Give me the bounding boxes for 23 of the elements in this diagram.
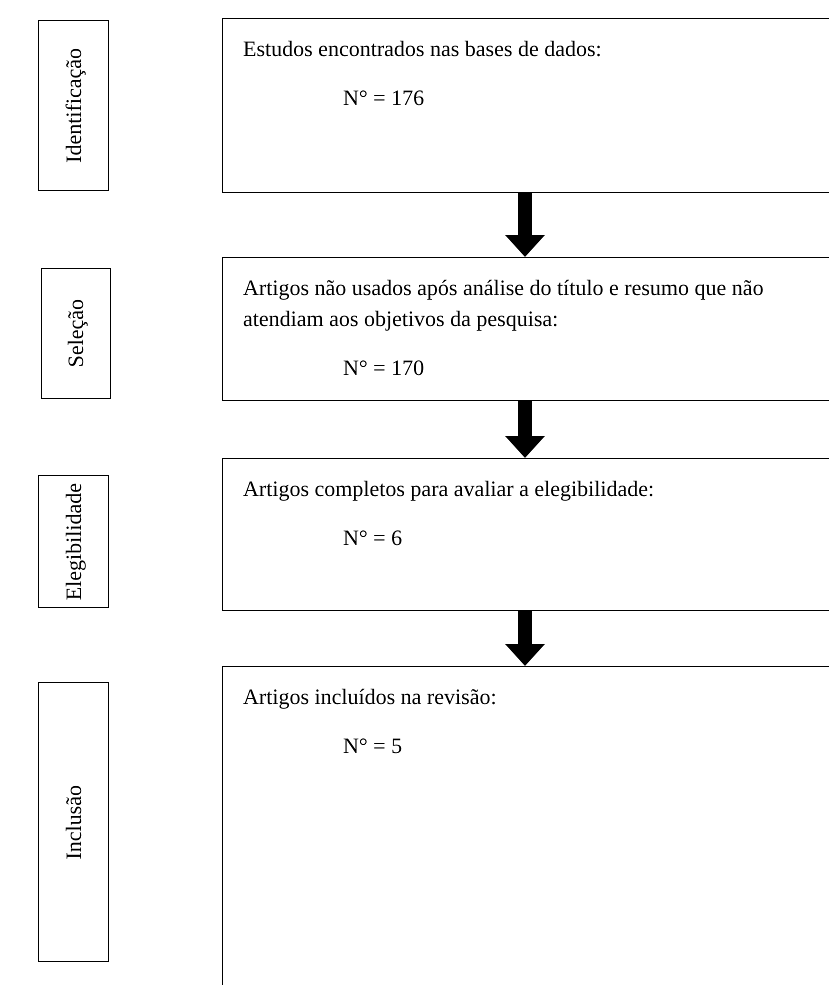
arrow (505, 401, 545, 458)
stage-box (38, 475, 109, 608)
box-text: Estudos encontrados nas bases de dados: (243, 35, 603, 63)
stage-box (38, 20, 109, 191)
arrow (505, 193, 545, 257)
count-text: N° = 176 (343, 84, 426, 112)
count-text: N° = 5 (343, 732, 404, 760)
stage-label: Seleção (63, 299, 89, 368)
stage-box (38, 682, 109, 962)
stage-label: Elegibilidade (60, 482, 86, 600)
count-text: N° = 170 (343, 354, 426, 382)
stage-label: Inclusão (60, 784, 86, 860)
box-text: Artigos incluídos na revisão: (243, 683, 498, 711)
stage-label: Identificação (60, 48, 86, 163)
box-text: Artigos não usados após análise do título e resumo que não atendiam aos objetivos da pesquisa: (243, 274, 765, 333)
process-box (222, 257, 829, 401)
stage-box (41, 268, 111, 399)
process-box (222, 458, 829, 611)
box-text: Artigos completos para avaliar a elegibilidade: (243, 475, 656, 503)
process-box (222, 18, 829, 193)
count-text: N° = 6 (343, 524, 404, 552)
process-box (222, 666, 829, 985)
arrow (505, 611, 545, 666)
